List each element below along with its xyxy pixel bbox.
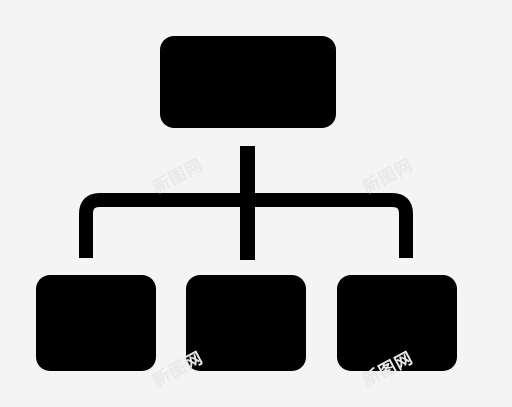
child-node-center-box (186, 275, 306, 371)
child-node-left-box (36, 275, 156, 371)
branch-connector (79, 193, 413, 258)
child-node-right-box (337, 275, 457, 371)
top-node-box (160, 36, 336, 128)
